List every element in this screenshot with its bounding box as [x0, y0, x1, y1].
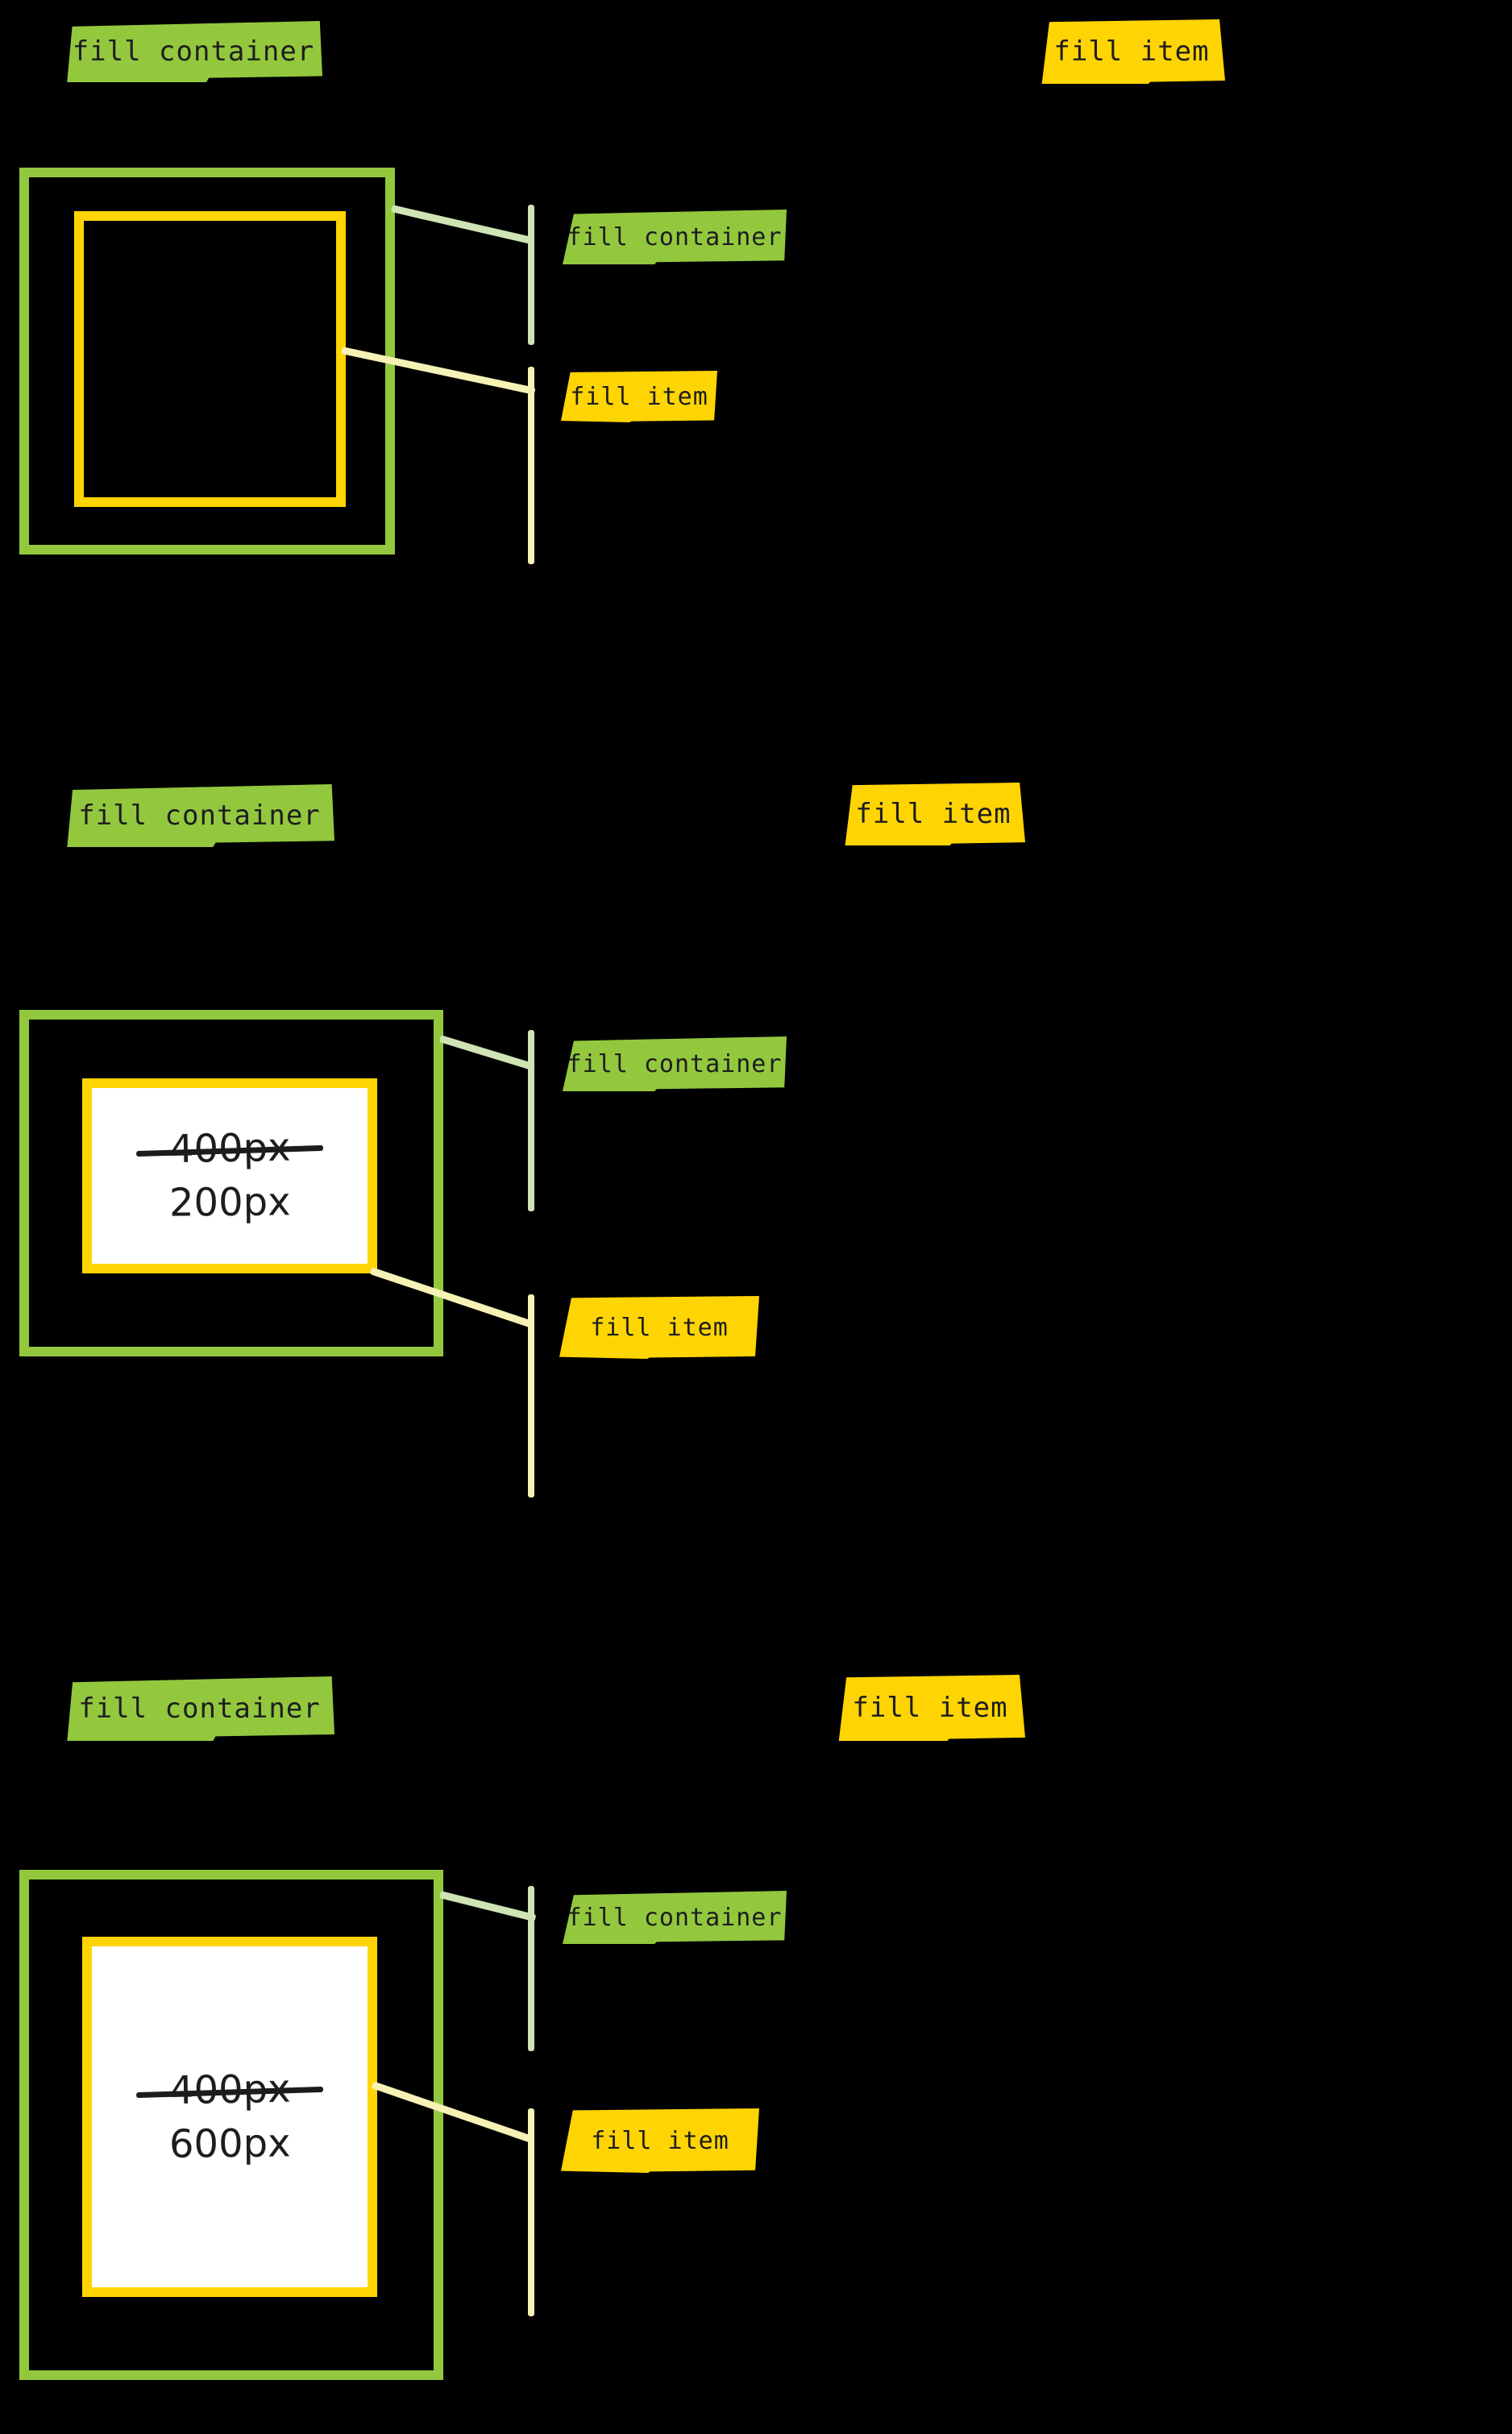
container-callout-label: fill container — [563, 1891, 787, 1944]
container-callout-line — [438, 1891, 537, 1922]
item-box: 400px 600px — [82, 1937, 377, 2297]
container-box — [19, 168, 395, 555]
new-dimension-text: 200px — [168, 1179, 291, 1226]
fill-container-heading-sticker: fill container — [67, 21, 322, 82]
container-box: 400px 200px — [19, 1010, 443, 1356]
item-callout-tick — [528, 1294, 534, 1497]
container-callout-line — [438, 1035, 535, 1071]
item-box — [74, 211, 346, 507]
item-dimensions: 400px 200px — [92, 1088, 368, 1264]
fill-container-heading-sticker: fill container — [67, 784, 334, 847]
item-callout-label: fill item — [561, 371, 717, 422]
old-dimension: 400px — [135, 2066, 324, 2113]
fill-container-heading-sticker: fill container — [67, 1676, 334, 1741]
container-callout-label: fill container — [563, 1036, 787, 1091]
new-dimension-text: 600px — [168, 2120, 291, 2167]
container-callout-line — [390, 205, 534, 245]
item-callout-label: fill item — [561, 2108, 759, 2173]
fill-item-heading-sticker: fill item — [1041, 19, 1225, 84]
item-callout-label: fill item — [559, 1296, 759, 1359]
fill-item-heading-sticker: fill item — [838, 1675, 1025, 1741]
item-callout-tick — [528, 2108, 534, 2316]
item-dimensions: 400px 600px — [92, 1946, 368, 2287]
container-callout-tick — [528, 1030, 534, 1211]
container-callout-label: fill container — [563, 210, 787, 264]
container-callout-tick — [528, 205, 534, 345]
container-box: 400px 600px — [19, 1870, 443, 2380]
fill-item-heading-sticker: fill item — [845, 783, 1025, 845]
container-callout-tick — [528, 1886, 534, 2051]
old-dimension: 400px — [135, 1125, 324, 1173]
item-box: 400px 200px — [82, 1078, 377, 1273]
item-callout-tick — [528, 367, 534, 564]
